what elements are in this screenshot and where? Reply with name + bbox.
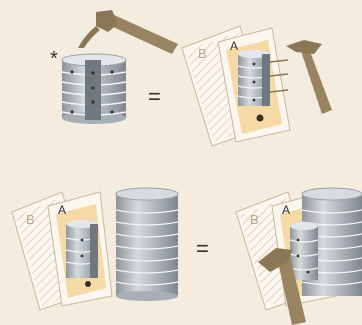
can-icon [116, 188, 178, 301]
step2-inner-can [290, 222, 318, 280]
step2-can-on-paper [66, 220, 98, 287]
step1-can [62, 54, 126, 124]
panel-label-b: B [198, 46, 207, 61]
panel-label-b: B [250, 212, 259, 227]
asterisk-icon: * [50, 48, 58, 70]
panel-label-b: B [26, 212, 35, 227]
hammer-icon [78, 10, 178, 54]
panel-label-a: A [230, 39, 238, 53]
panel-label-a: A [282, 203, 290, 217]
equals-icon: = [148, 84, 161, 109]
panel-label-a: A [58, 203, 66, 217]
paper-stack-icon: B A [182, 26, 290, 146]
equals-icon: = [196, 236, 209, 261]
hammer-icon [286, 40, 332, 114]
